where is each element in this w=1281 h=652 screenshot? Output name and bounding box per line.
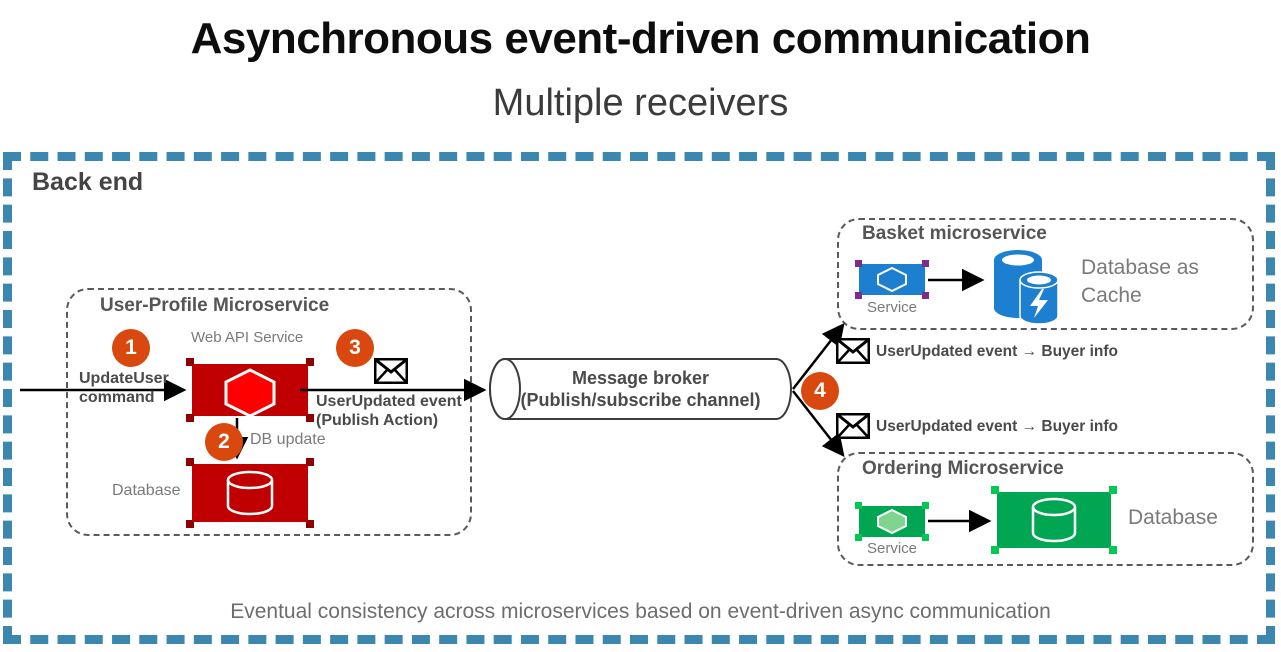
tile-handle <box>922 502 929 509</box>
page-subtitle: Multiple receivers <box>492 82 789 124</box>
web-api-service-label: Web API Service <box>191 329 304 346</box>
tile-handle <box>922 534 929 541</box>
ordering-database-icon <box>991 486 1117 554</box>
tile-handle <box>186 520 194 528</box>
basket-service-label: Service <box>867 299 918 316</box>
step-badge-3: 3 <box>336 329 374 367</box>
tile-handle <box>855 534 862 541</box>
message-broker: Message broker (Publish/subscribe channe… <box>489 358 792 420</box>
tile-handle <box>922 292 929 299</box>
update-user-command-label: UpdateUser command <box>79 369 169 407</box>
ordering-microservice-title: Ordering Microservice <box>862 458 1064 479</box>
tile-handle <box>991 546 999 554</box>
subscriber-event-bottom-label: UserUpdated event → Buyer info <box>876 418 1119 435</box>
update-user-command-line1: UpdateUser <box>79 370 169 387</box>
step-badge-2: 2 <box>205 423 243 461</box>
backend-boundary <box>3 152 1275 644</box>
web-api-service-icon <box>186 358 314 422</box>
subscriber-event-top-label: UserUpdated event → Buyer info <box>876 343 1119 360</box>
ordering-database-label: Database <box>1128 506 1218 529</box>
envelope-icon <box>373 357 409 389</box>
tile-handle <box>306 358 314 366</box>
tile-handle <box>306 520 314 528</box>
publish-action-line2: (Publish Action) <box>316 412 439 429</box>
basket-database-label-line2: Cache <box>1081 284 1142 307</box>
tile-handle <box>186 458 194 466</box>
ordering-microservice-box <box>837 452 1254 566</box>
tile-handle <box>1109 486 1117 494</box>
basket-database-label: Database as Cache <box>1081 254 1231 310</box>
message-broker-line2: (Publish/subscribe channel) <box>520 390 761 410</box>
basket-database-label-line1: Database as <box>1081 256 1199 279</box>
tile-handle <box>306 414 314 422</box>
publish-action-label: UserUpdated event (Publish Action) <box>316 392 462 430</box>
db-update-label: DB update <box>250 431 326 448</box>
user-profile-microservice-title: User-Profile Microservice <box>100 295 330 316</box>
message-broker-line1: Message broker <box>571 368 710 388</box>
tile-handle <box>991 486 999 494</box>
tile-handle <box>855 292 862 299</box>
backend-label: Back end <box>32 168 144 196</box>
basket-cache-icon <box>988 246 1066 325</box>
user-profile-database-label: Database <box>112 482 181 499</box>
update-user-command-line2: command <box>79 389 155 406</box>
message-broker-text: Message broker (Publish/subscribe channe… <box>489 358 792 420</box>
tile-handle <box>186 414 194 422</box>
tile-handle <box>855 502 862 509</box>
tile-handle <box>855 260 862 267</box>
basket-microservice-title: Basket microservice <box>862 223 1047 244</box>
tile-handle <box>306 458 314 466</box>
tile-handle <box>922 260 929 267</box>
user-profile-microservice-box <box>66 288 472 536</box>
step-badge-4: 4 <box>801 372 839 410</box>
user-profile-database-icon <box>186 458 314 528</box>
tile-handle <box>1109 546 1117 554</box>
publish-action-line1: UserUpdated event <box>316 393 462 410</box>
envelope-icon <box>835 412 871 444</box>
envelope-icon <box>835 337 871 369</box>
ordering-service-label: Service <box>867 540 918 557</box>
basket-microservice-box <box>837 218 1254 330</box>
page-title: Asynchronous event-driven communication <box>190 14 1091 63</box>
ordering-service-icon <box>855 502 929 541</box>
basket-service-icon <box>855 260 929 299</box>
step-badge-1: 1 <box>112 329 150 367</box>
tile-handle <box>186 358 194 366</box>
backend-caption: Eventual consistency across microservice… <box>230 600 1051 623</box>
